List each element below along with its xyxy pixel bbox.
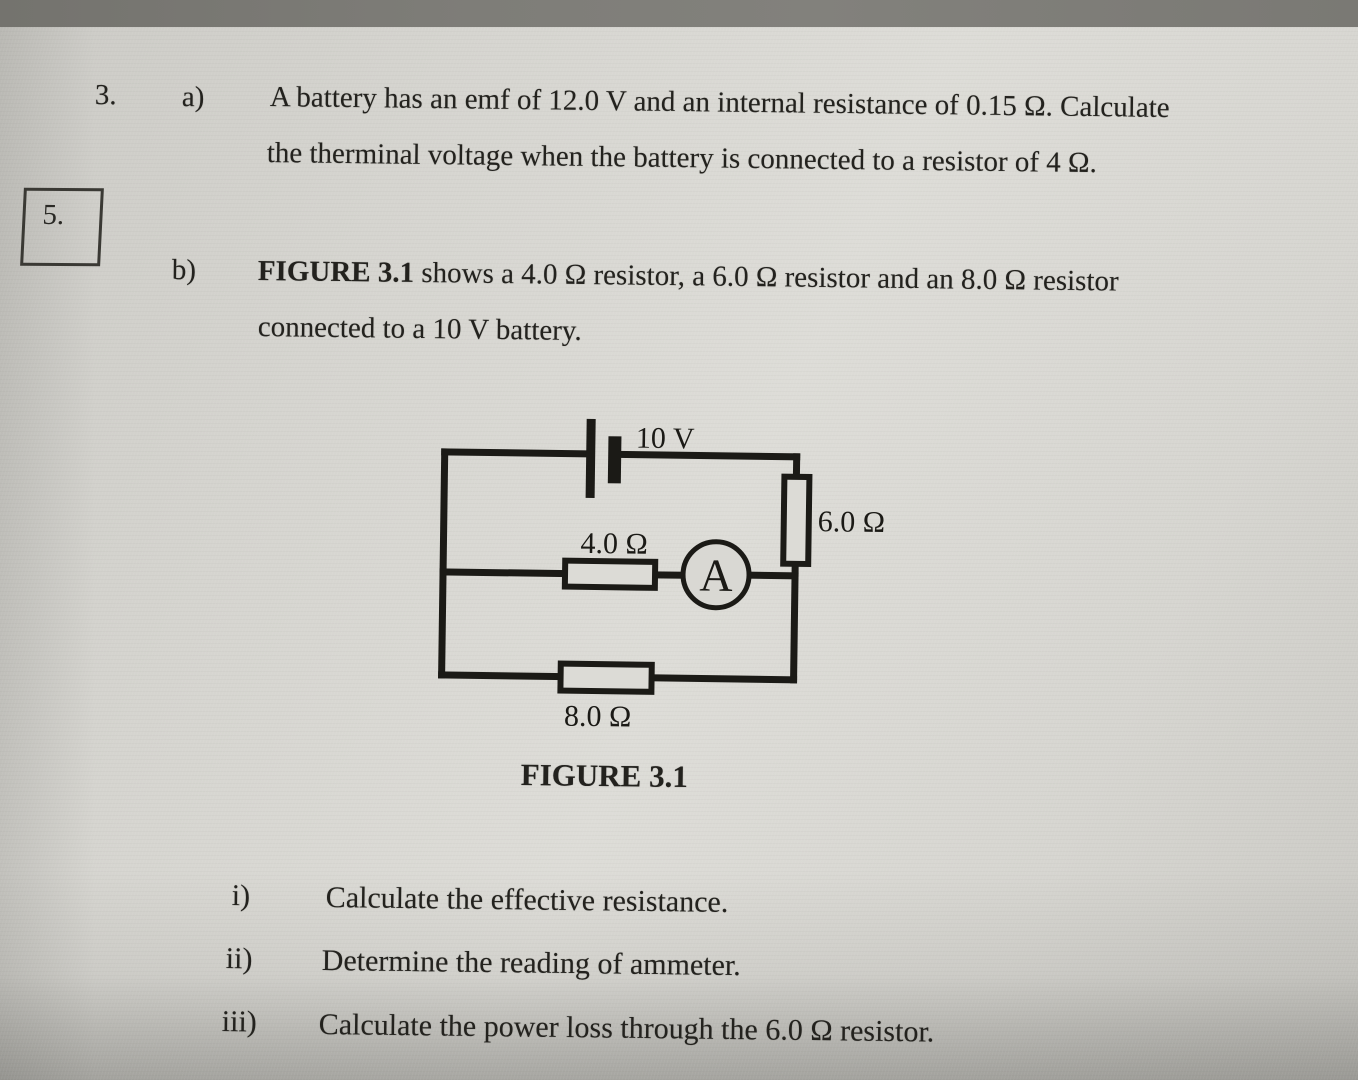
margin-box-label: 5. bbox=[41, 198, 66, 232]
wire-bottom-right bbox=[648, 674, 798, 684]
question3a-line1: A battery has an emf of 12.0 V and an in… bbox=[269, 81, 1170, 124]
wire-bottom-left bbox=[438, 671, 564, 681]
subquestion-iii-text: Calculate the power loss through the 6.0… bbox=[318, 1008, 935, 1049]
wire-top-left bbox=[441, 448, 588, 458]
resistor-8ohm-label: 8.0 Ω bbox=[564, 700, 632, 734]
photo-dark-edge-top bbox=[0, 0, 1358, 27]
resistor-4ohm bbox=[561, 557, 659, 591]
question3b-line2: connected to a 10 V battery. bbox=[257, 311, 582, 347]
wire-left bbox=[438, 448, 449, 679]
margin-box-5: 5. bbox=[20, 187, 104, 267]
question3b-line1-rest: shows a 4.0 Ω resistor, a 6.0 Ω resistor… bbox=[413, 256, 1119, 298]
battery-voltage-label: 10 V bbox=[636, 422, 695, 456]
worksheet-page: 3. a) A battery has an emf of 12.0 V and… bbox=[0, 27, 1358, 1080]
question3b-line1: FIGURE 3.1 shows a 4.0 Ω resistor, a 6.0… bbox=[258, 255, 1119, 299]
subquestion-i-text: Calculate the effective resistance. bbox=[325, 881, 729, 919]
figure-reference-bold: FIGURE 3.1 bbox=[257, 255, 415, 289]
subquestion-ii-text: Determine the reading of ammeter. bbox=[321, 944, 741, 983]
resistor-6ohm bbox=[780, 473, 813, 568]
question3a-label: a) bbox=[181, 81, 205, 114]
question3b-label: b) bbox=[171, 254, 197, 287]
battery-short-plate bbox=[607, 436, 622, 484]
ammeter-letter: A bbox=[699, 549, 733, 600]
question3a-line2: the therminal voltage when the battery i… bbox=[266, 137, 1098, 180]
wire-right-lower bbox=[790, 559, 799, 684]
resistor-4ohm-label: 4.0 Ω bbox=[580, 527, 648, 561]
figure-caption: FIGURE 3.1 bbox=[520, 757, 689, 795]
wire-top-right bbox=[616, 450, 801, 461]
subquestion-ii-label: ii) bbox=[225, 942, 253, 976]
subquestion-iii-label: iii) bbox=[221, 1005, 257, 1039]
subquestion-i-label: i) bbox=[231, 879, 251, 913]
question3-number: 3. bbox=[94, 79, 117, 112]
resistor-6ohm-label: 6.0 Ω bbox=[818, 505, 886, 539]
circuit-diagram: 10 V 6.0 Ω 4.0 Ω 8.0 Ω A bbox=[438, 418, 886, 734]
wire-ammeter-right bbox=[746, 571, 799, 580]
battery-long-plate bbox=[585, 418, 596, 499]
resistor-8ohm bbox=[557, 660, 655, 695]
wire-middle-left bbox=[439, 568, 569, 578]
ammeter-circle bbox=[680, 539, 752, 611]
